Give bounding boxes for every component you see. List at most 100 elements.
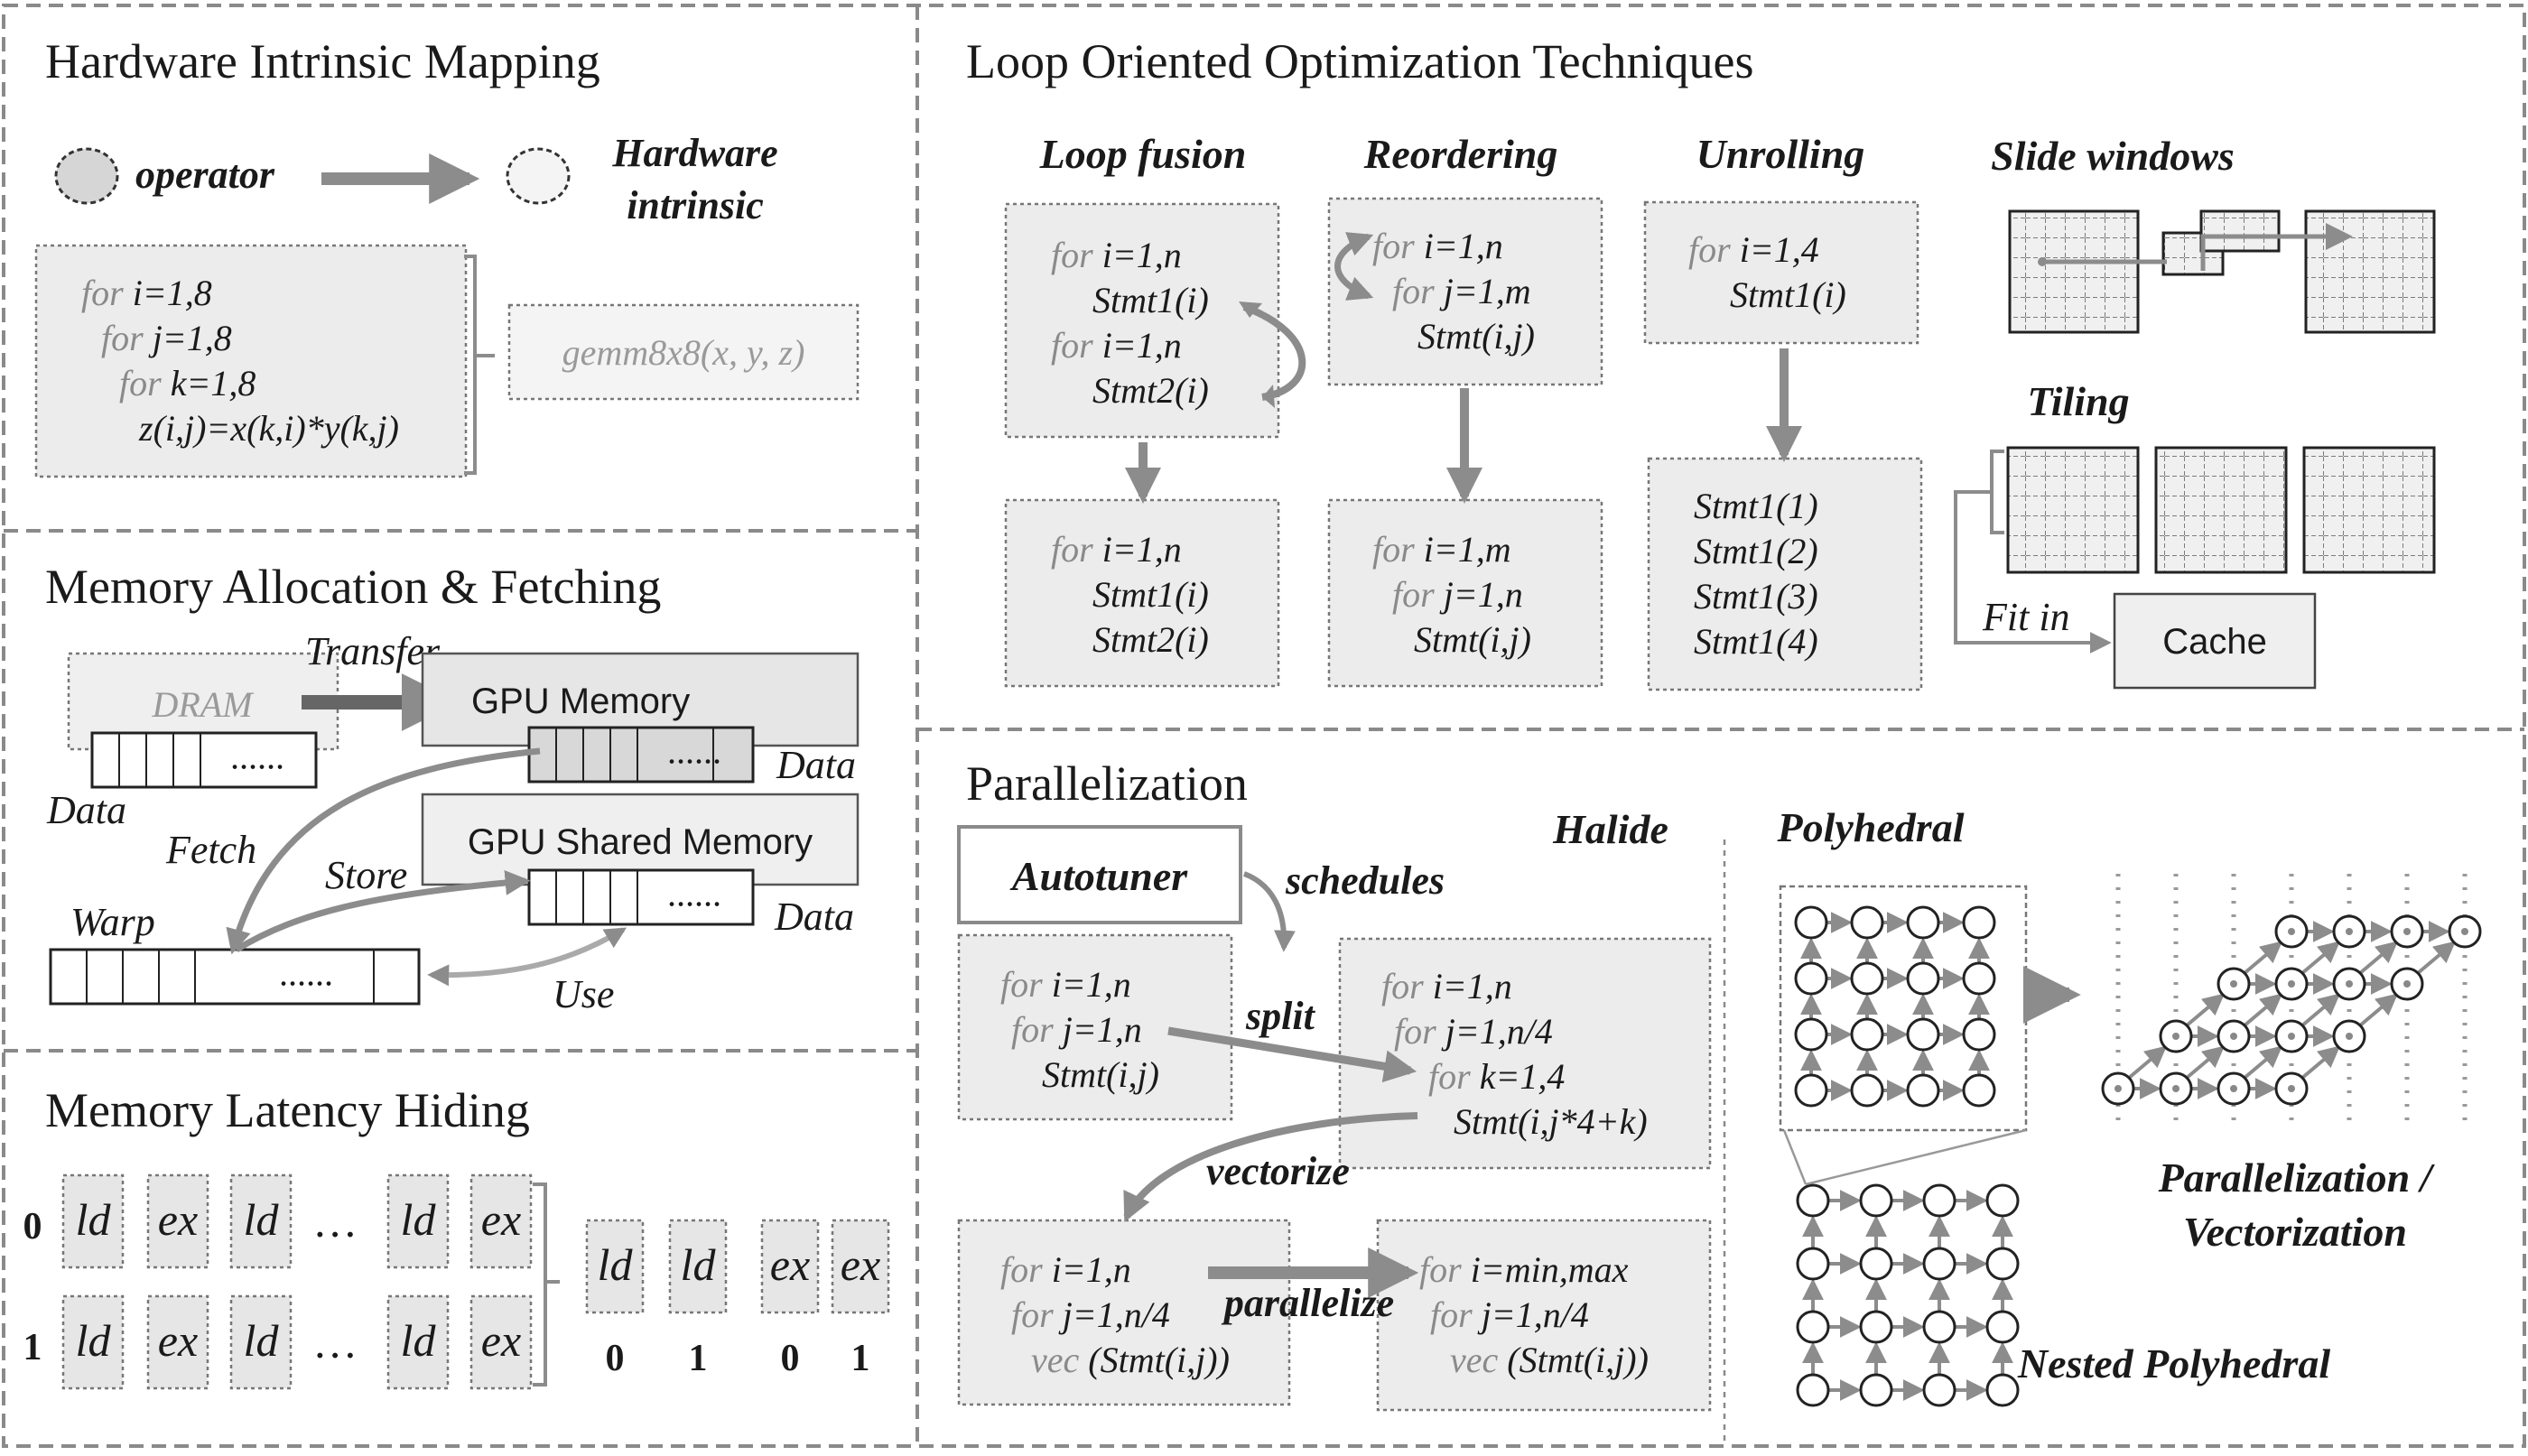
halide-code-1-line: for i=1,n [1000, 964, 1131, 1005]
shared-memory-data-array: ...... [527, 868, 755, 926]
latency-block-label: ld [401, 1315, 437, 1366]
gpu-shared-memory-label: GPU Shared Memory [468, 822, 813, 862]
slide-grid-1 [2008, 209, 2140, 334]
polyhedral-node [1962, 961, 1996, 996]
nested-polyhedral-node [1985, 1183, 2020, 1218]
memory-panel: DRAM Transfer GPU Memory ...... ...... D… [46, 629, 860, 1016]
nested-polyhedral-node [1859, 1310, 1893, 1344]
unroll-after-line: Stmt1(4) [1694, 621, 1818, 662]
polyhedral-node [1850, 1017, 1884, 1052]
transfer-label: Transfer [305, 629, 441, 673]
tile-2 [2154, 446, 2288, 574]
vectorize-arrow [1123, 1112, 1418, 1222]
latency-block-label: ld [244, 1194, 280, 1245]
latency-overlap-index: 0 [781, 1338, 800, 1379]
autotuner-box [957, 825, 1242, 924]
reordering-heading: Reordering [1363, 131, 1558, 177]
latency-block-label: ex [158, 1315, 198, 1366]
polyhedral-node [1962, 1017, 1996, 1052]
halide-code-3-line: for j=1,n/4 [1011, 1294, 1170, 1335]
reorder-after-box [1327, 498, 1603, 688]
unroll-before-box [1643, 200, 1919, 345]
reorder-after-line: for i=1,m [1372, 529, 1511, 570]
tile-3 [2302, 446, 2436, 574]
unrolling-heading: Unrolling [1696, 131, 1865, 177]
latency-block [61, 1173, 125, 1269]
nested-polyhedral-node [1796, 1183, 1830, 1218]
dram-data-array: ...... [90, 731, 318, 789]
unroll-before-line: for i=1,4 [1688, 229, 1819, 270]
hardware-intrinsic-panel: operator Hardware intrinsic for i=1,8for… [34, 131, 860, 478]
dram-data-frame [90, 731, 318, 789]
title-loop-optimization: Loop Oriented Optimization Techniques [966, 34, 1754, 88]
latency-overlap-block [831, 1219, 890, 1314]
reorder-before-line: for j=1,m [1392, 271, 1531, 311]
fetch-arrow [226, 747, 541, 955]
gpu-memory-label: GPU Memory [471, 682, 690, 721]
fit-in-label: Fit in [1982, 595, 2070, 639]
reorder-after-line: Stmt(i,j) [1414, 619, 1531, 660]
polyhedral-node [1794, 1017, 1828, 1052]
polyhedral-node [1906, 961, 1940, 996]
gemm-call: gemm8x8(x, y, z) [562, 332, 805, 373]
latency-overlap-index: 0 [606, 1338, 625, 1379]
nested-polyhedral-node [1796, 1373, 1830, 1407]
nested-polyhedral-node [1985, 1310, 2020, 1344]
nested-polyhedral-node [1922, 1183, 1956, 1218]
loop-panel: Loop fusion Reordering Unrolling Slide w… [1004, 131, 2436, 691]
fusion-before-line: for i=1,n [1051, 325, 1182, 366]
latency-block [469, 1294, 533, 1390]
latency-block [386, 1173, 450, 1269]
latency-block-label: ld [76, 1315, 112, 1366]
nested-polyhedral-node [1796, 1310, 1830, 1344]
hw-code-line: for k=1,8 [119, 363, 256, 403]
nested-polyhedral-node [1859, 1247, 1893, 1281]
halide-code-4-line: vec (Stmt(i,j)) [1450, 1340, 1649, 1380]
latency-overlap-label: ex [770, 1239, 810, 1290]
latency-overlap-block [585, 1219, 645, 1314]
nested-polyhedral-node [1985, 1373, 2020, 1407]
halide-code-1-line: Stmt(i,j) [1042, 1054, 1159, 1095]
polyhedral-heading: Polyhedral [1777, 804, 1965, 850]
intrinsic-label: intrinsic [627, 183, 764, 227]
warp-data-frame [49, 948, 421, 1006]
shared-data-label: Data [774, 895, 854, 939]
polyhedral-node [1962, 905, 1996, 940]
halide-code-4-line: for j=1,n/4 [1430, 1294, 1589, 1335]
use-label: Use [553, 972, 614, 1016]
loop-fusion-heading: Loop fusion [1039, 131, 1247, 177]
latency-overlap-block [760, 1219, 820, 1314]
halide-code-2-line: Stmt(i,j*4+k) [1454, 1101, 1648, 1142]
hardware-intrinsic-node [506, 147, 571, 205]
polyhedral-node [1850, 961, 1884, 996]
gemm-box [507, 303, 860, 401]
loop-nest-box [34, 244, 468, 478]
polyhedral-node [1906, 1073, 1940, 1108]
slide-windows-heading: Slide windows [1991, 133, 2235, 179]
unroll-before-line: Stmt1(i) [1730, 274, 1846, 315]
halide-code-1-line: for j=1,n [1011, 1009, 1142, 1050]
title-parallelization: Parallelization [966, 756, 1248, 811]
latency-block-label: ex [158, 1194, 198, 1245]
nested-polyhedral-label: Nested Polyhedral [2017, 1340, 2330, 1386]
nested-polyhedral-node [1796, 1247, 1830, 1281]
schedules-arrow [1242, 871, 1296, 952]
latency-block-label: ld [401, 1194, 437, 1245]
dram-data-dots: ...... [231, 737, 285, 777]
mapping-bracket [464, 255, 477, 475]
reorder-before-line: Stmt(i,j) [1417, 316, 1535, 357]
slide-path-2 [2200, 223, 2353, 271]
nested-polyhedral-node [1859, 1183, 1893, 1218]
latency-row-label: 0 [23, 1206, 42, 1247]
latency-ellipsis: … [316, 1196, 356, 1247]
latency-bracket [533, 1182, 547, 1386]
unroll-after-box [1647, 457, 1923, 691]
latency-block [146, 1294, 209, 1390]
fusion-before-line: for i=1,n [1051, 235, 1182, 275]
reorder-after-line: for j=1,n [1392, 574, 1523, 615]
parallelization-vectorization-label-1: Parallelization / [2158, 1155, 2436, 1201]
operator-node [54, 147, 119, 205]
polyhedral-region [1779, 885, 2028, 1132]
